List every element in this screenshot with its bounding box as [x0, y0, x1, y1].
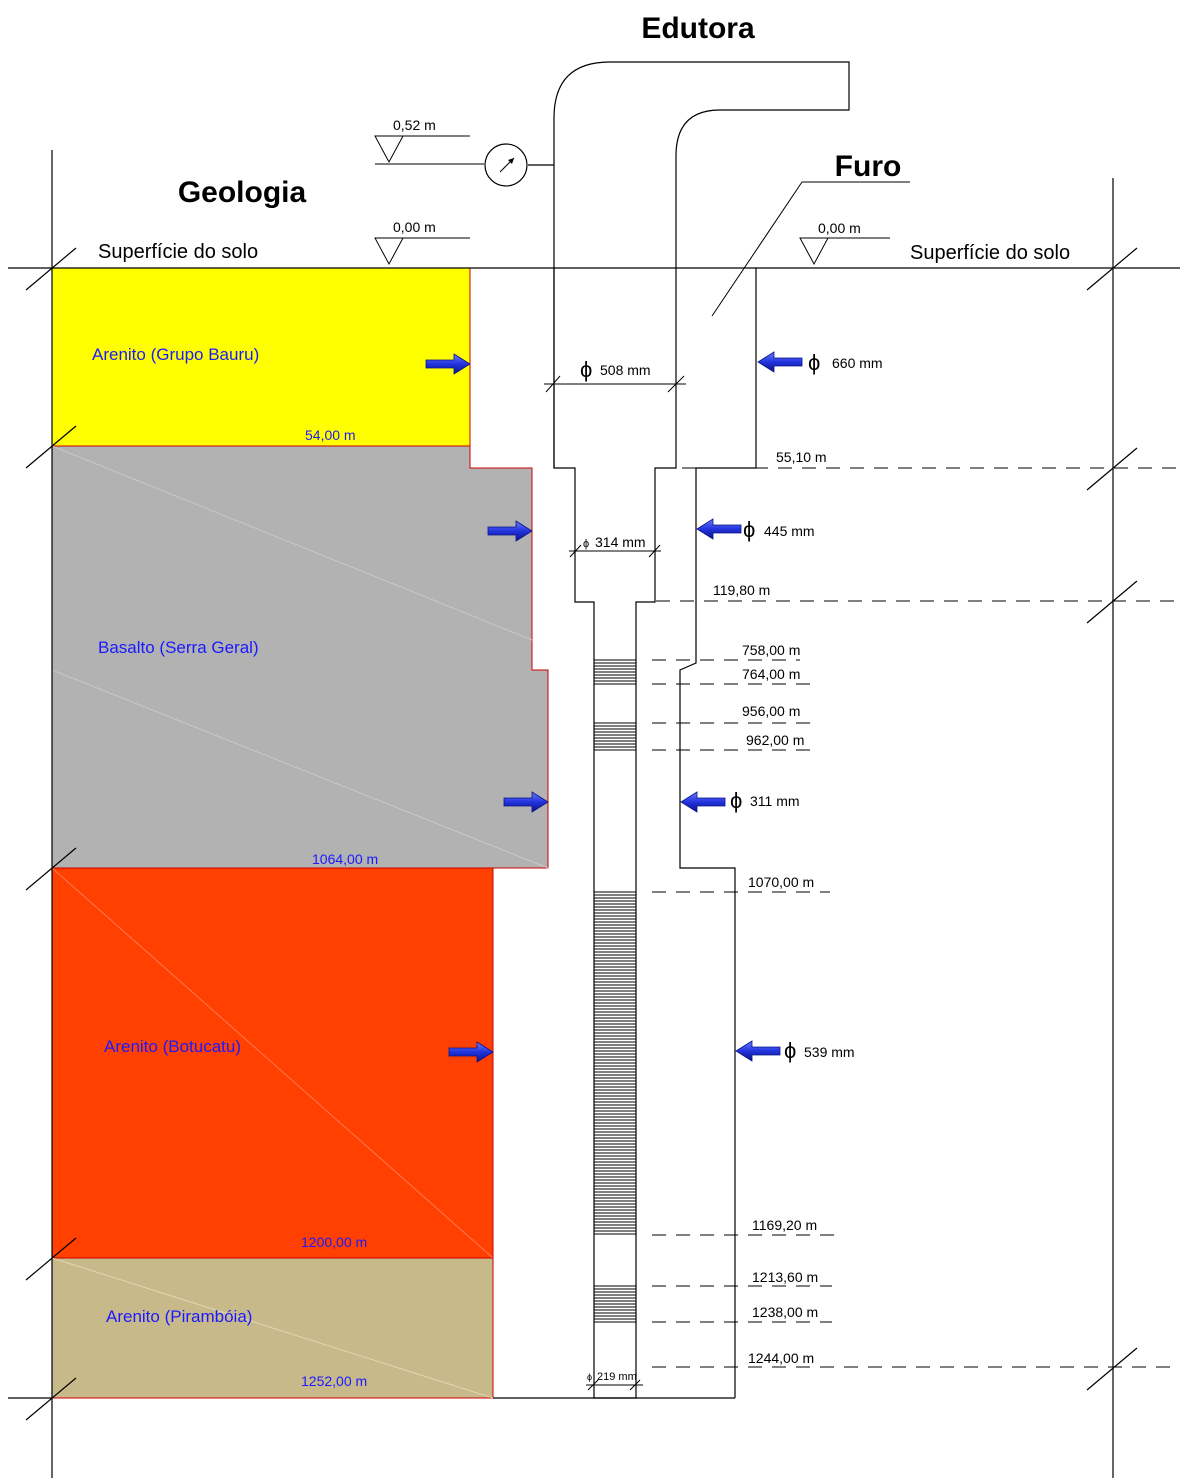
title-furo: Furo	[835, 150, 902, 183]
casing-string	[553, 268, 677, 1399]
layer-depth-serra-geral: 1064,00 m	[312, 851, 378, 867]
diameter-symbol-icon: ϕ	[730, 788, 742, 813]
depth-label: 55,10 m	[776, 449, 827, 465]
title-edutora: Edutora	[641, 12, 755, 45]
arrow-right-icon	[425, 353, 471, 375]
arrow-left-icon	[735, 1040, 781, 1062]
hatch-line	[51, 669, 549, 869]
tick-mark	[1086, 247, 1138, 291]
level-markers	[374, 135, 910, 317]
furo-leader	[711, 181, 803, 317]
dim-tick	[569, 544, 582, 558]
title-geologia: Geologia	[178, 176, 307, 209]
pressure-gauge-icon	[484, 143, 528, 187]
casing-d2: 314 mm	[595, 534, 646, 550]
depth-label: 1070,00 m	[748, 874, 814, 890]
borehole-d3: 311 mm	[750, 793, 800, 809]
diameter-symbol-icon: ϕ	[587, 1372, 592, 1382]
tick-mark	[25, 1377, 77, 1421]
depth-label: 1169,20 m	[752, 1217, 817, 1233]
dim-tick	[648, 544, 661, 558]
borehole-d2: 445 mm	[764, 523, 815, 539]
layer-depth-bauru: 54,00 m	[305, 427, 356, 443]
tick-mark	[25, 425, 77, 469]
casing-pipe	[553, 61, 850, 1399]
depth-lines	[652, 467, 1180, 1368]
layer-label-botucatu: Arenito (Botucatu)	[104, 1037, 241, 1056]
gauge-needle-tip	[508, 158, 514, 164]
tick-mark	[1086, 1347, 1138, 1391]
edutora-pipe	[553, 61, 850, 468]
arrow-left-icon	[680, 791, 726, 813]
surface-lines	[8, 150, 1180, 1478]
depth-label: 1238,00 m	[752, 1304, 818, 1320]
depth-label: 758,00 m	[742, 642, 800, 658]
tick-mark	[25, 247, 77, 291]
borehole-wall	[679, 268, 757, 1398]
screen-sections	[594, 659, 636, 1323]
arrows	[425, 351, 803, 1063]
labels: Edutora Geologia Furo Superfície do solo…	[92, 12, 1070, 1389]
arrow-left-icon	[696, 518, 742, 540]
surface-label-left: Superfície do solo	[98, 241, 258, 263]
dimension-lines	[544, 375, 686, 1391]
layer-serra-geral	[51, 445, 549, 869]
geology-column	[51, 267, 549, 1399]
diameter-symbol-icon: ϕ	[743, 517, 755, 542]
depth-label: 956,00 m	[742, 703, 800, 719]
surface-level-left: 0,00 m	[393, 219, 436, 235]
diameter-symbol-icon: ϕ	[583, 538, 589, 550]
hatch-line	[51, 445, 533, 641]
tick-mark	[1086, 447, 1138, 491]
depth-label: 962,00 m	[746, 732, 804, 748]
arrow-right-icon	[448, 1041, 494, 1063]
depth-label: 119,80 m	[713, 582, 770, 598]
layer-label-serra-geral: Basalto (Serra Geral)	[98, 638, 259, 657]
tick-mark	[25, 847, 77, 891]
depth-label: 1213,60 m	[752, 1269, 818, 1285]
dim-tick	[587, 1379, 599, 1391]
tick-mark	[1086, 580, 1138, 624]
level-triangle-icon	[374, 135, 404, 164]
borehole-d4: 539 mm	[804, 1044, 855, 1060]
diameter-symbol-icon: ϕ	[784, 1038, 796, 1063]
dim-tick	[629, 1379, 641, 1391]
hatch-line	[51, 867, 494, 1259]
casing-d3: 219 mm	[597, 1371, 637, 1383]
layer-label-bauru: Arenito (Grupo Bauru)	[92, 345, 259, 364]
borehole-outline	[679, 268, 757, 1398]
surface-label-right: Superfície do solo	[910, 242, 1070, 264]
gauge-level-label: 0,52 m	[393, 117, 436, 133]
dim-tick	[667, 375, 685, 393]
diameter-symbol-icon: ϕ	[808, 350, 820, 375]
tick-mark	[25, 1237, 77, 1281]
surface-level-right: 0,00 m	[818, 220, 861, 236]
diameter-symbol-icon: ϕ	[580, 357, 592, 382]
depth-label: 1244,00 m	[748, 1350, 814, 1366]
layer-bauru	[51, 267, 471, 447]
depth-label: 764,00 m	[742, 666, 800, 682]
layer-label-piramboia: Arenito (Pirambóia)	[106, 1307, 252, 1326]
arrow-right-icon	[503, 791, 549, 813]
hatch-line	[51, 1257, 494, 1399]
casing-d1: 508 mm	[600, 362, 651, 378]
layer-depth-botucatu: 1200,00 m	[301, 1234, 367, 1250]
dim-tick	[545, 375, 561, 393]
level-triangle-icon	[799, 237, 829, 266]
borehole-d1: 660 mm	[832, 355, 883, 371]
arrow-left-icon	[757, 351, 803, 373]
layer-depth-piramboia: 1252,00 m	[301, 1373, 367, 1389]
arrow-right-icon	[487, 520, 533, 542]
pressure-gauge	[484, 143, 554, 187]
level-triangle-icon	[374, 237, 404, 266]
